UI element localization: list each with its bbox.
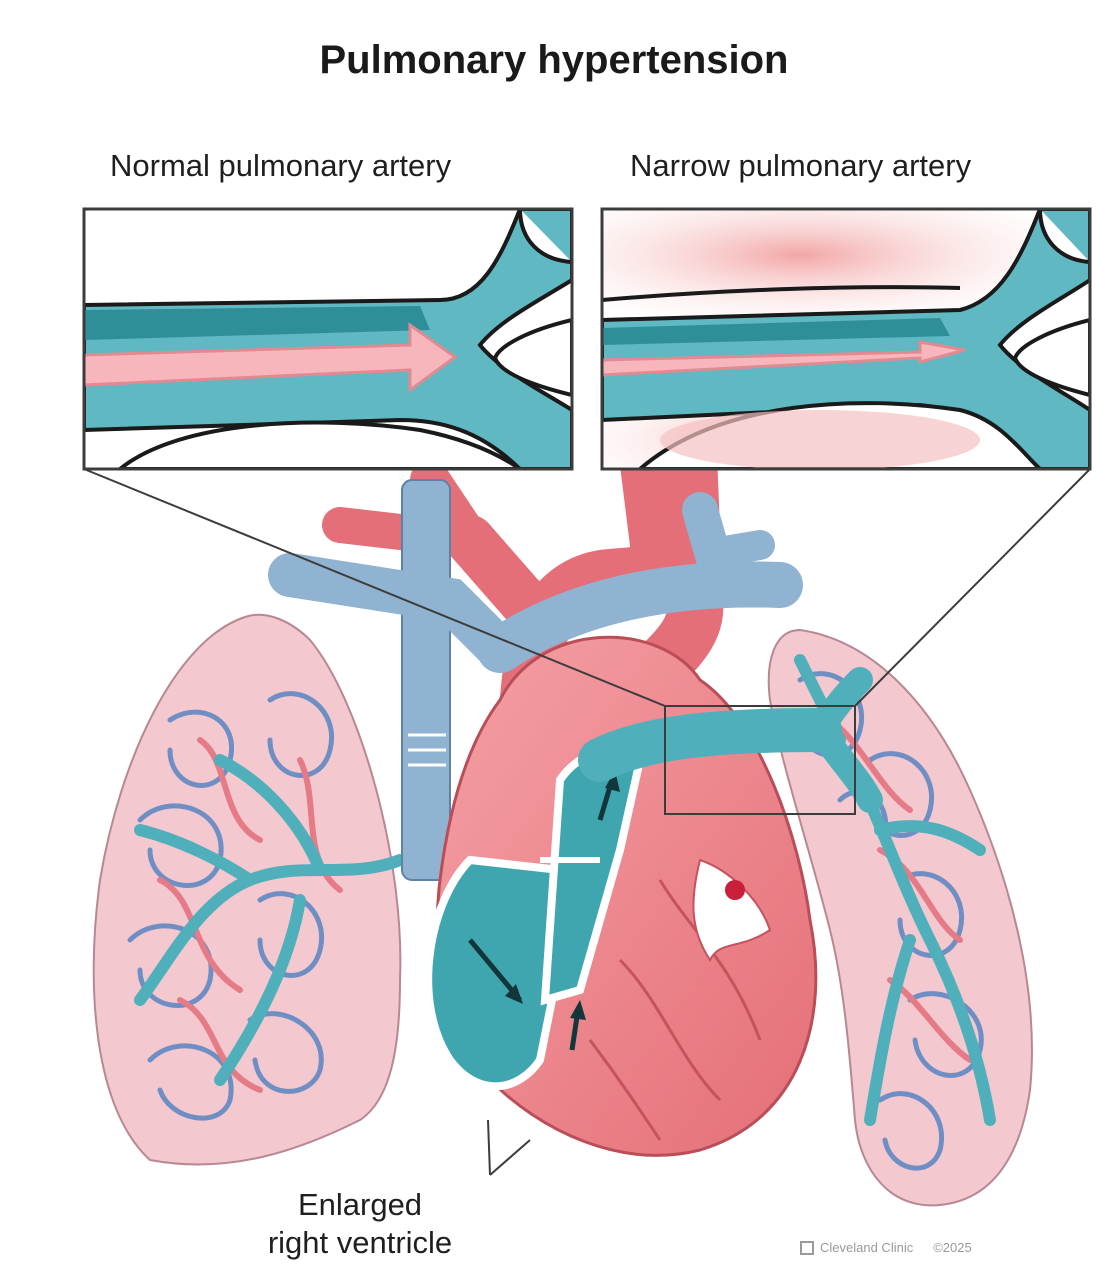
enlarged-right-ventricle-callout: Enlarged right ventricle xyxy=(240,1186,480,1262)
left-lung xyxy=(94,615,401,1165)
credit-line: Cleveland Clinic ©2025 xyxy=(800,1240,972,1255)
callout-leader-lines xyxy=(488,1120,530,1175)
callout-line-2: right ventricle xyxy=(240,1224,480,1262)
narrow-artery-inset xyxy=(520,185,1090,500)
cleveland-clinic-logo-icon xyxy=(800,1241,814,1255)
normal-artery-inset xyxy=(84,209,572,469)
leader-line-right xyxy=(855,469,1090,706)
credit-text: Cleveland Clinic xyxy=(820,1240,913,1255)
credit-year: ©2025 xyxy=(933,1240,972,1255)
callout-line-1: Enlarged xyxy=(240,1186,480,1224)
